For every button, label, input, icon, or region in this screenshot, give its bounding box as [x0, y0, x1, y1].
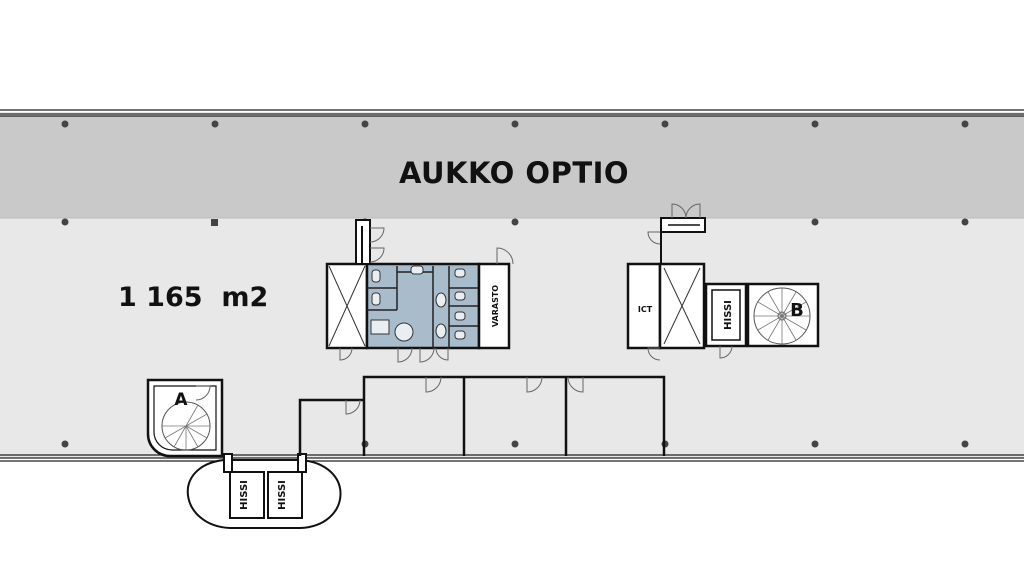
right-core: ICT HISSI B [626, 217, 820, 350]
stair-a-label: A [174, 390, 188, 410]
central-core: VARASTO [325, 219, 511, 350]
storage-label: VARASTO [491, 285, 500, 327]
door-swings-central [339, 227, 514, 363]
elevator-lobby: HISSI HISSI [186, 453, 342, 529]
elevator-right-cabin [267, 471, 303, 519]
elevator-left-cabin [229, 471, 265, 519]
stair-b-label: B [790, 300, 804, 321]
door-swings-offices [345, 376, 584, 415]
elevator-left-label: HISSI [239, 480, 250, 510]
elevator-b-label: HISSI [723, 300, 734, 330]
floor-area-label: 1 165 m2 [118, 282, 268, 313]
storage-room [477, 262, 511, 350]
shaft-right [658, 262, 706, 350]
elevator-right-label: HISSI [277, 480, 288, 510]
south-office-walls [298, 375, 666, 456]
door-swings-right [647, 203, 733, 361]
opening-option-label: AUKKO OPTIO [399, 156, 629, 190]
ict-room [626, 262, 662, 350]
stair-a: A [146, 378, 224, 458]
facade-lines [0, 109, 1024, 462]
ict-label: ICT [638, 305, 653, 314]
opening-option-band [0, 116, 1024, 218]
